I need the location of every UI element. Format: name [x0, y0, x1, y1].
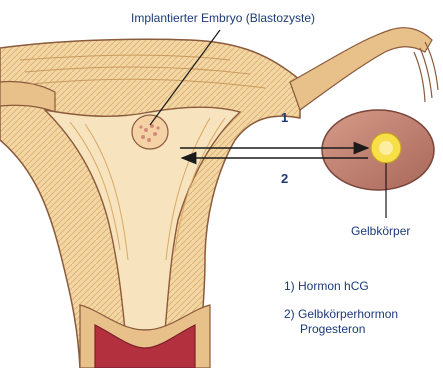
- legend-item-progesterone: 2) Gelbkörperhormon: [284, 307, 398, 321]
- blastocyst: [132, 115, 168, 149]
- arrow-2-label: 2: [281, 172, 288, 186]
- corpus-luteum: [371, 133, 401, 163]
- embryo-label: Implantierter Embryo (Blastozyste): [131, 11, 315, 25]
- legend-item-progesterone-cont: Progesteron: [300, 322, 365, 336]
- right-fallopian-tube: [290, 28, 432, 110]
- legend-item-hcg: 1) Hormon hCG: [284, 279, 369, 293]
- corpus-luteum-label: Gelbkörper: [351, 224, 410, 238]
- arrow-1-label: 1: [281, 111, 288, 125]
